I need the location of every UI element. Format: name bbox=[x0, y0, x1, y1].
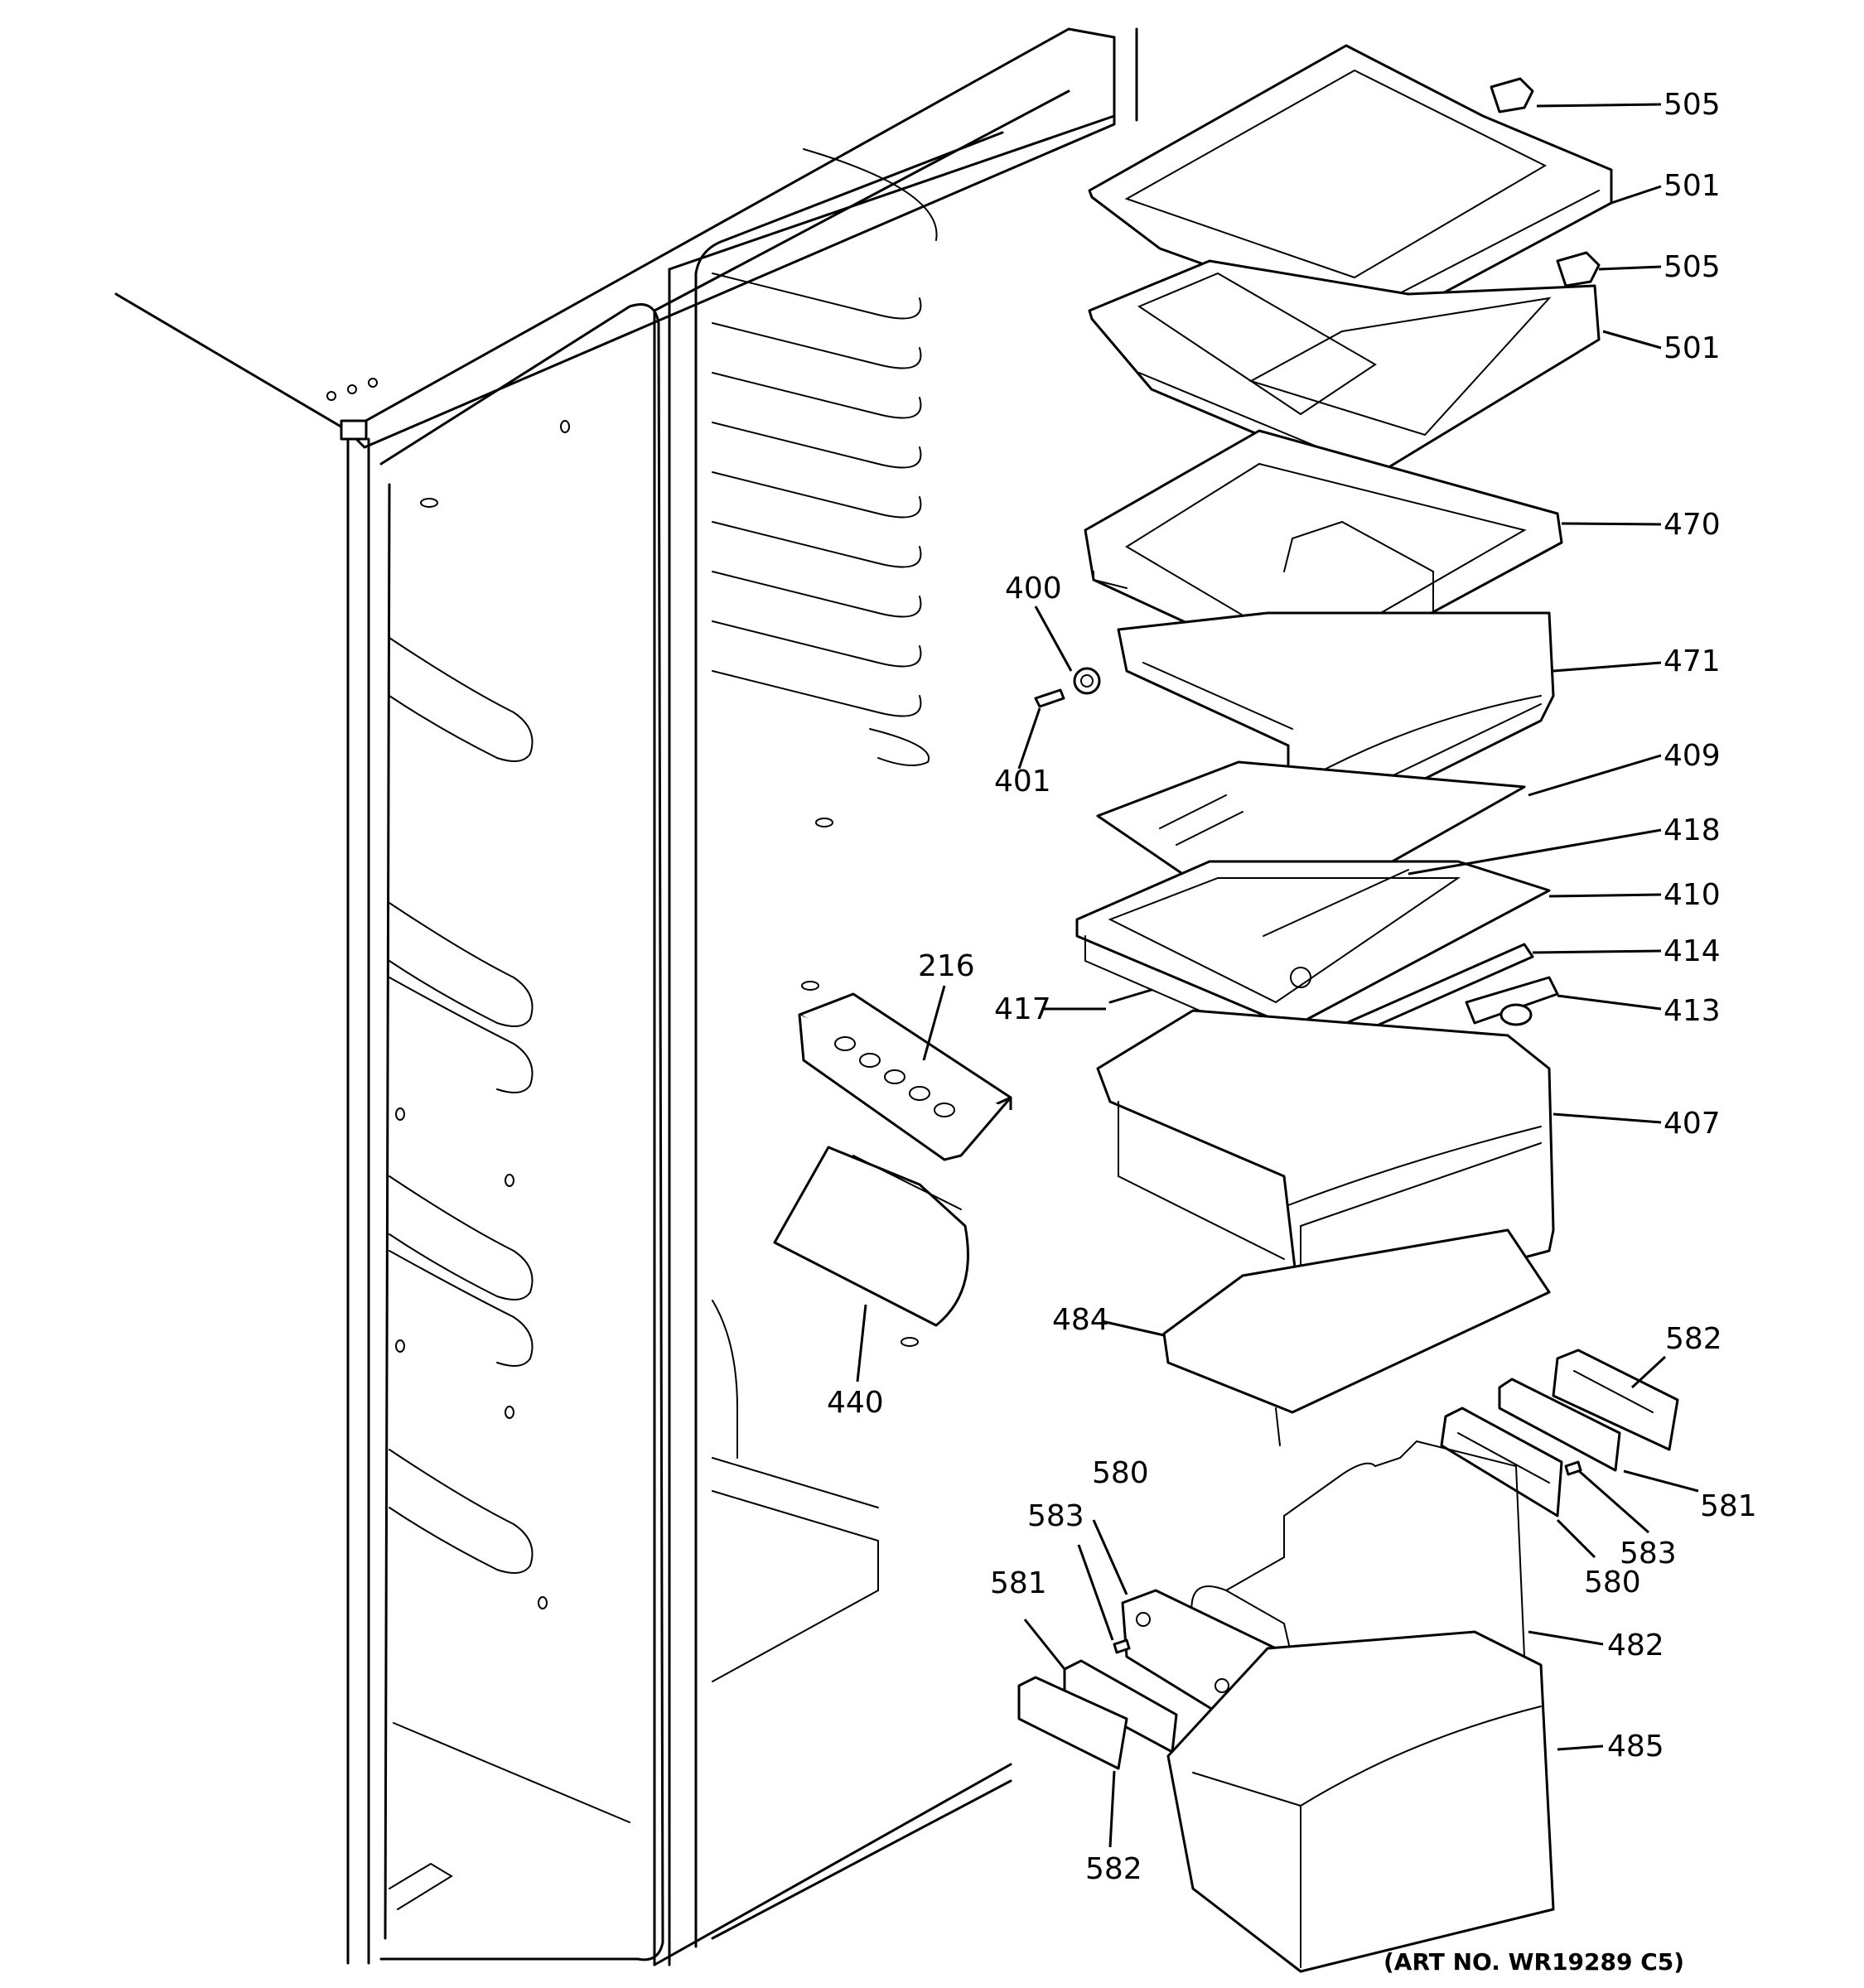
callout-409: 409 bbox=[1664, 739, 1721, 773]
callout-400: 400 bbox=[1005, 572, 1062, 606]
part-582-mount-block-left bbox=[1017, 1676, 1128, 1770]
callout-482: 482 bbox=[1607, 1629, 1664, 1662]
callout-401: 401 bbox=[994, 765, 1051, 799]
callout-440: 440 bbox=[827, 1386, 884, 1420]
callout-413: 413 bbox=[1664, 994, 1721, 1028]
callout-582: 582 bbox=[1085, 1852, 1142, 1886]
callout-580: 580 bbox=[1092, 1456, 1149, 1490]
callout-581: 581 bbox=[1700, 1489, 1757, 1523]
part-407-crisper-drawer-lower bbox=[1096, 1009, 1555, 1319]
part-417-side-rod bbox=[1108, 988, 1153, 1004]
part-413-control-slide bbox=[1465, 976, 1559, 1026]
callout-485: 485 bbox=[1607, 1730, 1664, 1764]
callout-216: 216 bbox=[918, 949, 975, 983]
part-583-screw-right bbox=[1564, 1460, 1582, 1476]
part-216-egg-tray bbox=[798, 992, 1012, 1161]
part-485-door-bin bbox=[1166, 1630, 1555, 1973]
callout-414: 414 bbox=[1664, 934, 1721, 968]
callout-410: 410 bbox=[1664, 878, 1721, 912]
callout-582: 582 bbox=[1665, 1322, 1722, 1356]
part-401-screw bbox=[1034, 688, 1065, 708]
callout-581: 581 bbox=[990, 1566, 1047, 1600]
callout-418: 418 bbox=[1664, 813, 1721, 847]
callout-417: 417 bbox=[994, 992, 1051, 1026]
part-582-mount-block-right bbox=[1552, 1349, 1679, 1451]
part-440-dairy-door bbox=[773, 1146, 969, 1327]
part-484-crisper-cover bbox=[1162, 1228, 1551, 1446]
callout-470: 470 bbox=[1664, 508, 1721, 542]
part-470-crisper-cover-frame bbox=[1084, 429, 1563, 681]
callout-583: 583 bbox=[1027, 1499, 1084, 1533]
part-581-rail-right bbox=[1498, 1378, 1621, 1472]
part-505-shelf-clip-upper bbox=[1490, 77, 1534, 113]
callout-407: 407 bbox=[1664, 1107, 1721, 1141]
callout-583: 583 bbox=[1620, 1537, 1677, 1571]
callout-505: 505 bbox=[1664, 88, 1721, 122]
part-505-shelf-clip-lower bbox=[1556, 251, 1601, 287]
callout-501: 501 bbox=[1664, 169, 1721, 203]
art-number: (ART NO. WR19289 C5) bbox=[1384, 1948, 1684, 1976]
part-501-glass-shelf-lower bbox=[1088, 259, 1601, 482]
part-418-rod bbox=[1263, 869, 1409, 937]
refrigerator-cabinet bbox=[114, 27, 1138, 1966]
callout-501: 501 bbox=[1664, 331, 1721, 365]
leader-lines bbox=[856, 103, 1699, 1848]
callout-labels: 505 501 505 501 470 471 400 401 409 418 … bbox=[827, 88, 1757, 1886]
part-583-screw-left bbox=[1113, 1638, 1131, 1654]
part-400-roller bbox=[1073, 667, 1101, 695]
callout-505: 505 bbox=[1664, 250, 1721, 284]
callout-484: 484 bbox=[1052, 1303, 1109, 1337]
callout-580: 580 bbox=[1584, 1566, 1641, 1600]
callout-471: 471 bbox=[1664, 644, 1721, 678]
